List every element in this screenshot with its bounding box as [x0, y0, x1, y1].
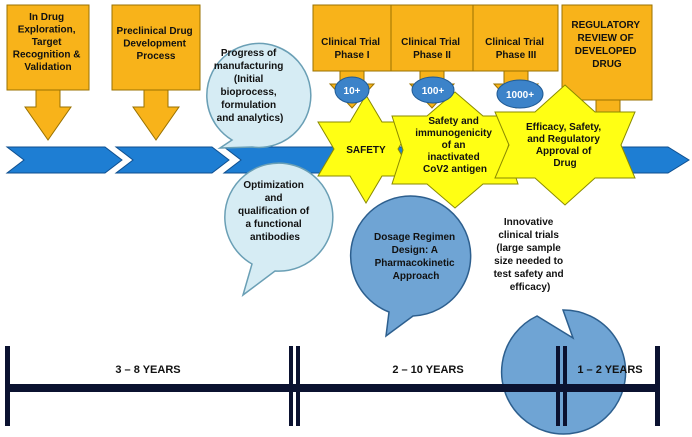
process-arrow-segment: [5, 146, 123, 174]
star-immunogenicity: Safety and immunogenicity of an inactiva…: [391, 91, 519, 209]
participant-badge-phase-3: 1000+: [496, 79, 544, 109]
process-arrow-segment: [114, 146, 230, 174]
bubble-label: Progress of manufacturing (Initial biopr…: [214, 48, 286, 124]
bubble-dosage: Dosage Regimen Design: A Pharmacokinetic…: [349, 195, 472, 338]
svg-text:10+: 10+: [344, 86, 361, 97]
svg-text:1000+: 1000+: [506, 90, 534, 101]
bubble-label: Innovative clinical trials (large sample…: [494, 217, 567, 293]
stage-regulatory-review: REGULATORY REVIEW OF DEVELOPED DRUG: [561, 4, 653, 136]
timeline-divider: [655, 346, 660, 426]
stage-label: REGULATORY REVIEW OF DEVELOPED DRUG: [571, 20, 642, 70]
timeline-label: 3 – 8 YEARS: [115, 364, 180, 376]
participant-badge-phase-1: 10+: [334, 76, 370, 104]
stage-label: Clinical Trial Phase III: [485, 37, 547, 61]
star-efficacy: Efficacy, Safety, and Regulatory Approva…: [494, 84, 636, 206]
stage-preclinical: Preclinical Drug Development Process: [111, 4, 201, 141]
star-label: Efficacy, Safety, and Regulatory Approva…: [526, 122, 604, 169]
timeline-label: 2 – 10 YEARS: [392, 364, 463, 376]
timeline-bar: [296, 384, 561, 392]
bubble-label: Optimization and qualification of a func…: [238, 180, 312, 243]
participant-badge-phase-2: 100+: [411, 76, 455, 104]
bubble-label: Dosage Regimen Design: A Pharmacokinetic…: [374, 232, 458, 282]
timeline-divider: [289, 346, 293, 426]
timeline-divider: [556, 346, 560, 426]
bubble-antibodies: Optimization and qualification of a func…: [224, 162, 334, 297]
bubble-manufacturing: Progress of manufacturing (Initial biopr…: [206, 42, 312, 149]
timeline-label: 1 – 2 YEARS: [577, 364, 642, 376]
stage-drug-exploration: In Drug Exploration, Target Recognition …: [6, 4, 90, 141]
timeline-divider: [5, 346, 10, 426]
timeline-bar: [8, 384, 296, 392]
star-label: Safety and immunogenicity of an inactiva…: [415, 116, 494, 175]
stage-label: Preclinical Drug Development Process: [117, 26, 196, 62]
timeline-divider: [296, 346, 300, 426]
timeline: 3 – 8 YEARS 2 – 10 YEARS 1 – 2 YEARS: [5, 346, 660, 426]
svg-text:100+: 100+: [422, 86, 445, 97]
stage-label: Clinical Trial Phase I: [321, 37, 383, 61]
timeline-divider: [563, 346, 567, 426]
stage-label: Clinical Trial Phase II: [401, 37, 463, 61]
stage-label: In Drug Exploration, Target Recognition …: [13, 12, 84, 73]
star-label: SAFETY: [346, 145, 386, 156]
timeline-bar: [561, 384, 658, 392]
